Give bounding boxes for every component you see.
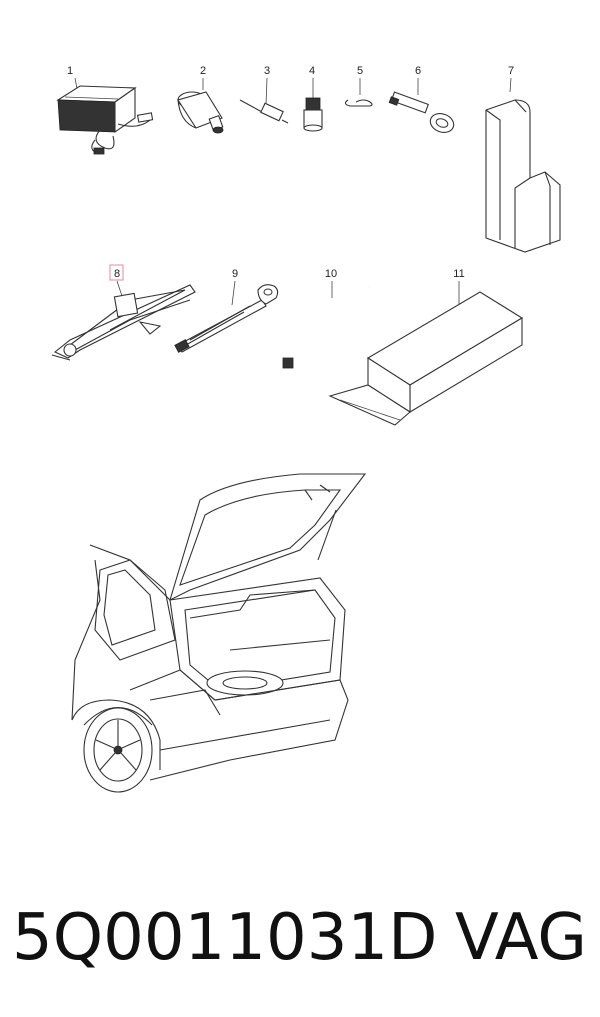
part-4-socket	[303, 97, 323, 132]
footer: 5Q0011031D VAG	[0, 888, 600, 988]
callout-11: 11	[453, 268, 464, 280]
part-3-valve-tool	[239, 99, 289, 124]
callout-10: 10	[325, 268, 337, 280]
vehicle-rear-view	[71, 473, 367, 793]
callout-9: 9	[232, 268, 238, 280]
part-2-sealant-bottle	[177, 91, 224, 134]
callout-2: 2	[200, 65, 206, 77]
part-7-foam-insert	[485, 99, 561, 253]
parts-diagram: 1 2 3 4 5 6 7 8 9 10 11	[51, 65, 561, 793]
callout-4: 4	[309, 65, 315, 77]
part-9-wheel-brace	[174, 284, 279, 353]
part-11-box	[328, 291, 524, 426]
callout-1: 1	[67, 65, 73, 77]
part-number: 5Q0011031D	[12, 901, 438, 975]
callout-5: 5	[357, 65, 363, 77]
part-1-compressor	[56, 85, 154, 155]
part-5-clip	[344, 99, 373, 107]
part-10-rod	[282, 285, 372, 369]
callout-labels: 1 2 3 4 5 6 7 8 9 10 11	[67, 65, 514, 306]
brand-label: VAG	[455, 901, 587, 975]
part-8-scissor-jack	[51, 284, 196, 361]
callout-8: 8	[114, 268, 120, 280]
part-6-towing-eye	[388, 91, 455, 133]
callout-8-highlight	[109, 264, 124, 281]
callout-7: 7	[508, 65, 514, 77]
callout-3: 3	[264, 65, 270, 77]
callout-6: 6	[415, 65, 421, 77]
